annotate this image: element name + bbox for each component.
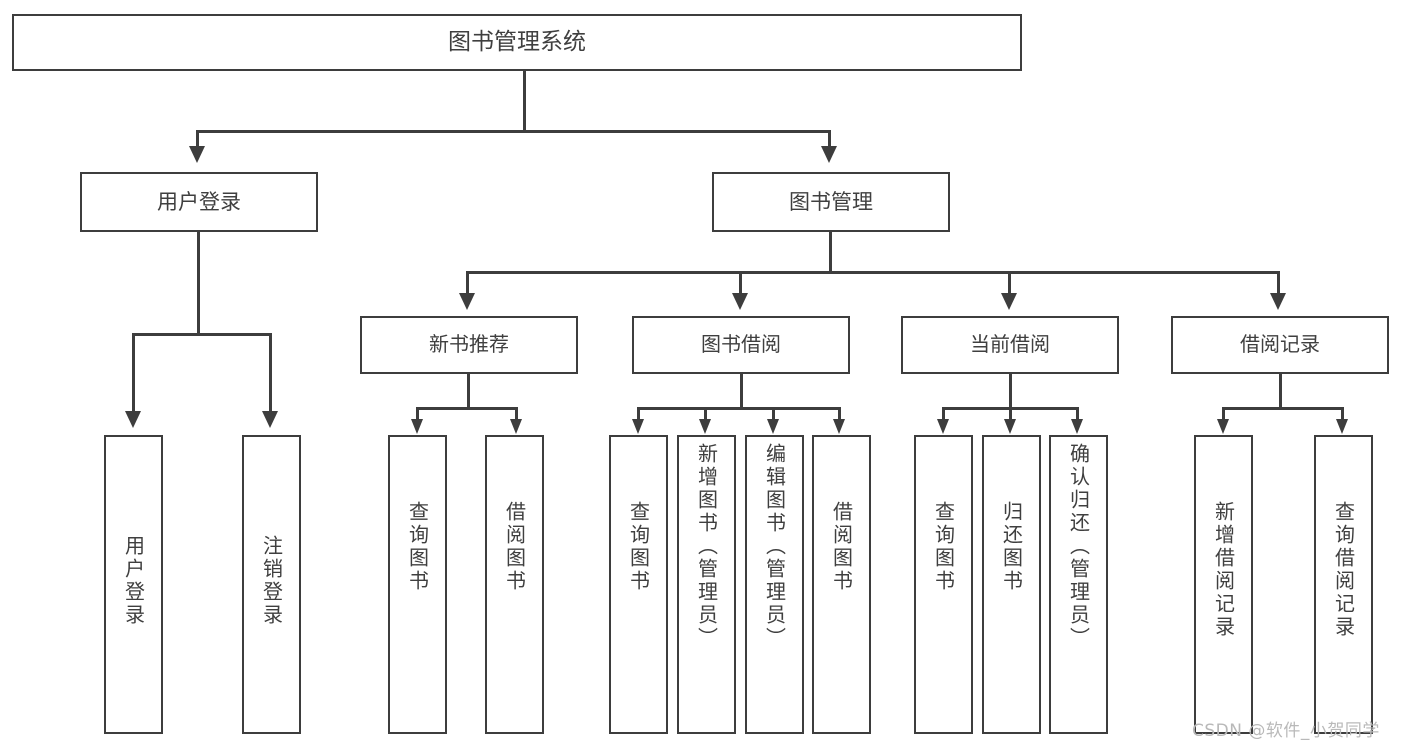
connector-borrowrecord-l1: [1222, 407, 1225, 421]
connector-root-down: [523, 71, 526, 132]
arrow-borrowrecord-leaf-2: [1336, 419, 1348, 434]
connector-userlogin-right: [269, 333, 272, 413]
leaf-label: 查询图书: [405, 501, 430, 593]
leaf-label: 注销登录: [259, 535, 284, 627]
connector-newbook-l2: [515, 407, 518, 421]
connector-bookborrow-l4: [838, 407, 841, 421]
leaf-confirm-return-admin[interactable]: 确认归还（管理员）: [1049, 435, 1108, 734]
connector-userlogin-bus: [132, 333, 271, 336]
leaf-add-book-admin[interactable]: 新增图书（管理员）: [677, 435, 736, 734]
connector-newbook-down: [467, 374, 470, 409]
leaf-query-book-recommend[interactable]: 查询图书: [388, 435, 447, 734]
leaf-label: 确认归还（管理员）: [1066, 443, 1091, 650]
connector-bookmgmt-bus: [466, 271, 1278, 274]
leaf-user-login[interactable]: 用户登录: [104, 435, 163, 734]
connector-bookmgmt-down: [829, 232, 832, 273]
connector-bookmgmt-c1: [466, 271, 469, 295]
connector-userlogin-left: [132, 333, 135, 413]
node-root-system[interactable]: 图书管理系统: [12, 14, 1022, 71]
connector-borrowrecord-down: [1279, 374, 1282, 409]
connector-bookborrow-l3: [772, 407, 775, 421]
arrow-currentborrow-leaf-1: [937, 419, 949, 434]
arrow-currentborrow-leaf-3: [1071, 419, 1083, 434]
leaf-add-borrow-record[interactable]: 新增借阅记录: [1194, 435, 1253, 734]
node-label: 图书管理系统: [448, 28, 586, 55]
connector-bookborrow-bus: [637, 407, 840, 410]
connector-currentborrow-l3: [1076, 407, 1079, 421]
leaf-label: 查询图书: [626, 501, 651, 593]
connector-currentborrow-down: [1009, 374, 1012, 409]
arrow-to-bookmgmt: [821, 146, 837, 163]
node-label: 图书管理: [789, 189, 873, 214]
leaf-borrow-book-recommend[interactable]: 借阅图书: [485, 435, 544, 734]
connector-bookborrow-l2: [704, 407, 707, 421]
arrow-to-user-login-leaf: [125, 411, 141, 428]
node-new-book-recommend[interactable]: 新书推荐: [360, 316, 578, 374]
leaf-label: 查询借阅记录: [1331, 501, 1356, 639]
leaf-label: 查询图书: [931, 501, 956, 593]
arrow-to-book-borrow: [732, 293, 748, 310]
connector-newbook-l1: [416, 407, 419, 421]
node-borrow-record[interactable]: 借阅记录: [1171, 316, 1389, 374]
leaf-label: 新增借阅记录: [1211, 501, 1236, 639]
connector-root-to-bookmgmt: [828, 130, 831, 148]
connector-userlogin-down: [197, 232, 200, 335]
node-label: 图书借阅: [701, 332, 781, 357]
connector-root-to-userlogin: [196, 130, 199, 148]
leaf-borrow-book[interactable]: 借阅图书: [812, 435, 871, 734]
arrow-to-new-book-recommend: [459, 293, 475, 310]
arrow-bookborrow-leaf-2: [699, 419, 711, 434]
arrow-currentborrow-leaf-2: [1004, 419, 1016, 434]
leaf-query-borrow-record[interactable]: 查询借阅记录: [1314, 435, 1373, 734]
node-book-management[interactable]: 图书管理: [712, 172, 950, 232]
connector-root-bus: [196, 130, 830, 133]
arrow-newbook-leaf-2: [510, 419, 522, 434]
leaf-label: 编辑图书（管理员）: [762, 443, 787, 650]
arrow-to-userlogin: [189, 146, 205, 163]
arrow-borrowrecord-leaf-1: [1217, 419, 1229, 434]
leaf-label: 借阅图书: [502, 501, 527, 593]
connector-currentborrow-l1: [942, 407, 945, 421]
leaf-edit-book-admin[interactable]: 编辑图书（管理员）: [745, 435, 804, 734]
connector-currentborrow-l2: [1009, 407, 1012, 421]
csdn-watermark: CSDN @软件_小贺同学: [1192, 721, 1380, 741]
node-label: 新书推荐: [429, 332, 509, 357]
arrow-to-logout-leaf: [262, 411, 278, 428]
leaf-label: 归还图书: [999, 501, 1024, 593]
leaf-return-book[interactable]: 归还图书: [982, 435, 1041, 734]
connector-bookborrow-down: [740, 374, 743, 409]
node-book-borrow[interactable]: 图书借阅: [632, 316, 850, 374]
node-user-login[interactable]: 用户登录: [80, 172, 318, 232]
leaf-label: 新增图书（管理员）: [694, 443, 719, 650]
arrow-bookborrow-leaf-4: [833, 419, 845, 434]
connector-bookmgmt-c4: [1277, 271, 1280, 295]
connector-newbook-bus: [416, 407, 518, 410]
node-label: 当前借阅: [970, 332, 1050, 357]
connector-borrowrecord-bus: [1222, 407, 1344, 410]
node-label: 用户登录: [157, 189, 241, 214]
node-label: 借阅记录: [1240, 332, 1320, 357]
leaf-query-book-current[interactable]: 查询图书: [914, 435, 973, 734]
connector-borrowrecord-l2: [1341, 407, 1344, 421]
arrow-to-current-borrow: [1001, 293, 1017, 310]
leaf-label: 用户登录: [121, 535, 146, 627]
arrow-to-borrow-record: [1270, 293, 1286, 310]
leaf-logout[interactable]: 注销登录: [242, 435, 301, 734]
connector-bookborrow-l1: [637, 407, 640, 421]
node-current-borrow[interactable]: 当前借阅: [901, 316, 1119, 374]
arrow-bookborrow-leaf-1: [632, 419, 644, 434]
arrow-newbook-leaf-1: [411, 419, 423, 434]
connector-bookmgmt-c3: [1008, 271, 1011, 295]
leaf-query-book-borrow[interactable]: 查询图书: [609, 435, 668, 734]
connector-bookmgmt-c2: [739, 271, 742, 295]
leaf-label: 借阅图书: [829, 501, 854, 593]
arrow-bookborrow-leaf-3: [767, 419, 779, 434]
